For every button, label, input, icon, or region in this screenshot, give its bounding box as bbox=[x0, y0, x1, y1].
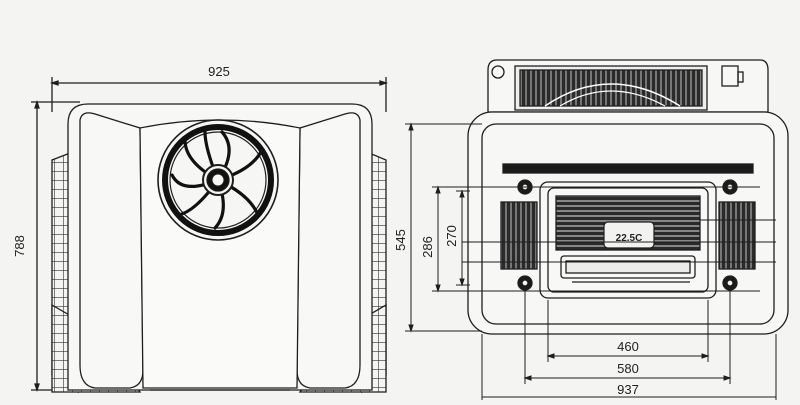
right-vent bbox=[718, 201, 756, 270]
dimension-width-top bbox=[49, 77, 389, 112]
dimension-label-460: 460 bbox=[617, 339, 639, 354]
fan bbox=[157, 119, 279, 241]
top-view bbox=[31, 77, 389, 394]
dimension-937 bbox=[481, 334, 777, 400]
ceiling-unit bbox=[539, 181, 717, 299]
dimension-580 bbox=[523, 291, 732, 384]
dimension-label-545: 545 bbox=[393, 229, 408, 251]
bottom-view bbox=[405, 59, 789, 400]
right-cover-panel bbox=[296, 112, 361, 389]
left-vent bbox=[500, 201, 538, 270]
dimension-label-788: 788 bbox=[12, 235, 27, 257]
dimension-545 bbox=[405, 122, 482, 333]
dimension-label-286: 286 bbox=[420, 236, 435, 258]
top-slot bbox=[502, 163, 754, 174]
dimension-460 bbox=[546, 300, 710, 362]
left-cover-panel bbox=[79, 112, 144, 389]
base-inner bbox=[481, 123, 775, 325]
dimension-label-937: 937 bbox=[617, 382, 639, 397]
dimension-label-580: 580 bbox=[617, 361, 639, 376]
dimension-286 bbox=[432, 185, 760, 293]
dimension-270 bbox=[456, 189, 470, 287]
side-profile bbox=[487, 59, 769, 113]
bolt-leader-lines bbox=[462, 219, 776, 263]
display-temperature: 22.5C bbox=[616, 233, 643, 244]
dimension-label-925: 925 bbox=[208, 64, 230, 79]
dimension-label-270: 270 bbox=[444, 225, 459, 247]
